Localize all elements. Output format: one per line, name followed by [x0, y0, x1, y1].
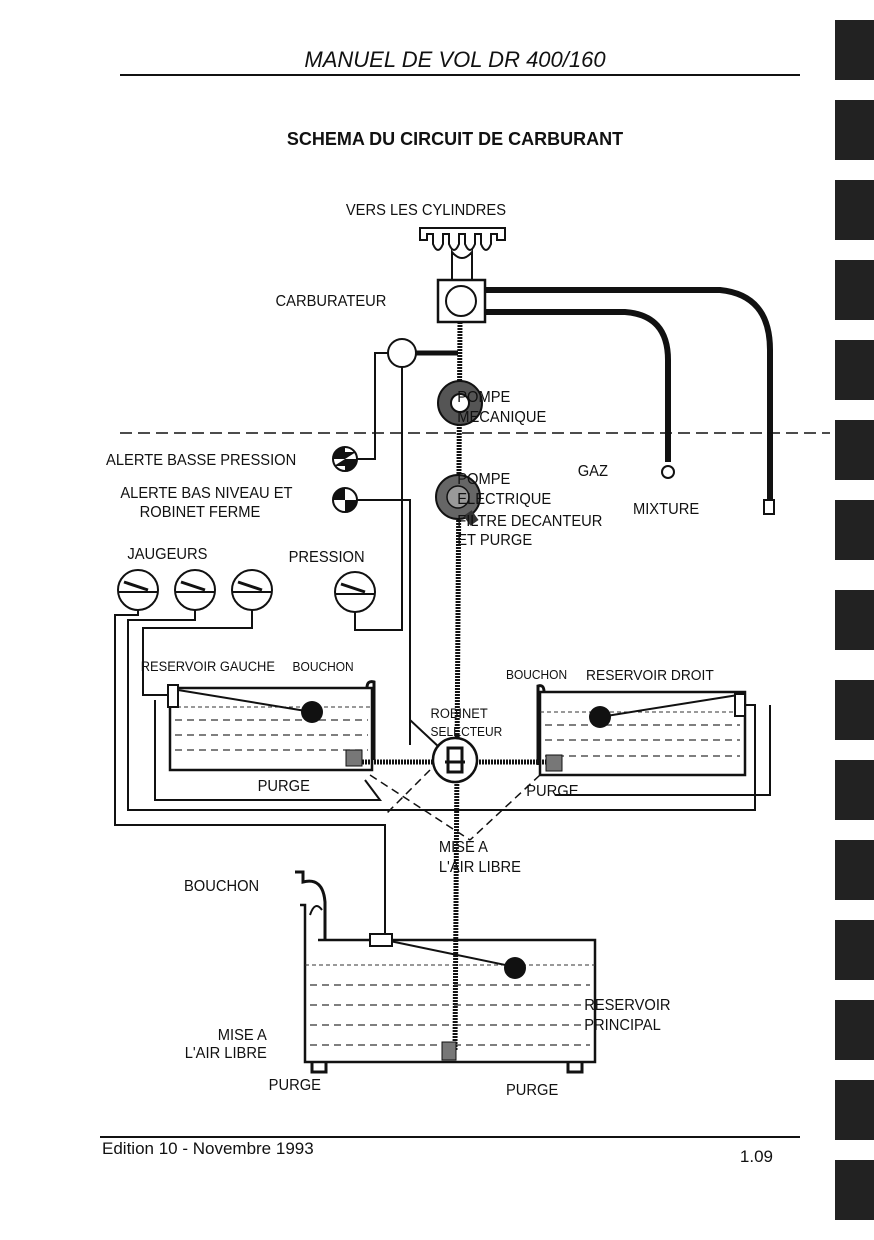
carburetor-venturi [445, 285, 477, 317]
intake-manifold [419, 227, 506, 281]
label-purge-gauche: PURGE [258, 777, 310, 795]
mechanical-pump-core [450, 393, 470, 413]
edition-text: Edition 10 - Novembre 1993 [102, 1139, 314, 1158]
pressure-sensor [387, 338, 417, 368]
mixture-cable [485, 287, 773, 505]
mixture-knob-icon [763, 499, 775, 515]
label-purge-principal-gauche: PURGE [269, 1076, 321, 1094]
electric-pump-filter [446, 485, 470, 509]
label-bouchon-droit: BOUCHON [506, 668, 567, 683]
label-reservoir-droit: RESERVOIR DROIT [586, 668, 714, 685]
label-jaugeurs: JAUGEURS [127, 545, 207, 563]
throttle-knob-icon [661, 465, 675, 479]
label-pompe-electrique-3: FILTRE DECANTEUR [457, 512, 602, 530]
label-reservoir-principal-1: RESERVOIR [584, 996, 670, 1014]
label-reservoir-principal-2: PRINCIPAL [584, 1016, 661, 1034]
label-pompe-electrique-4: ET PURGE [457, 531, 532, 549]
label-mise-air-principal-2: L'AIR LIBRE [185, 1044, 267, 1062]
label-bouchon-gauche: BOUCHON [293, 660, 354, 675]
left-tank-wire [154, 700, 382, 801]
label-pompe-electrique-2: ELECTRIQUE [457, 490, 551, 508]
label-pompe-electrique-1: POMPE [457, 470, 510, 488]
low-level-warning-light [332, 487, 358, 513]
left-gauge-wire [142, 610, 253, 696]
label-pompe-mecanique: POMPE [457, 388, 510, 406]
page-number: 1.09 [740, 1147, 773, 1166]
main-tank [295, 870, 597, 1074]
right-gauge-wire [127, 610, 756, 811]
label-mixture: MIXTURE [633, 500, 699, 518]
vent-lines [369, 769, 541, 841]
throttle-cable [485, 309, 671, 462]
low-pressure-warning-light [332, 446, 358, 472]
label-purge-principal-droit: PURGE [506, 1081, 558, 1099]
main-fuel-line [452, 321, 463, 1051]
right-tank [536, 684, 747, 777]
label-pompe-mecanique-2: MECANIQUE [457, 408, 546, 426]
label-vers-cylindres: VERS LES CYLINDRES [346, 201, 506, 219]
label-selecteur: SELECTEUR [431, 725, 503, 740]
label-carburateur: CARBURATEUR [276, 292, 387, 310]
fuel-gauge-2 [174, 569, 216, 611]
label-reservoir-gauche: RESERVOIR GAUCHE [141, 659, 275, 675]
low-pressure-wire [357, 352, 388, 460]
label-bouchon-principal: BOUCHON [184, 877, 259, 895]
right-tank-wire [555, 705, 771, 796]
selector-handle-icon [445, 746, 465, 774]
label-alerte-bas-niveau-1: ALERTE BAS NIVEAU ET [120, 484, 293, 502]
pressure-gauge [334, 571, 376, 613]
low-level-wire [357, 499, 441, 749]
label-purge-droit: PURGE [526, 782, 578, 800]
fuel-gauge-3 [231, 569, 273, 611]
diagram-title: SCHEMA DU CIRCUIT DE CARBURANT [287, 129, 623, 149]
binding-edge [835, 20, 874, 1220]
drain-valve-icon [463, 510, 479, 526]
pressure-wire [354, 367, 403, 631]
label-gaz: GAZ [578, 462, 608, 480]
label-robinet: ROBINET [431, 706, 488, 722]
label-alerte-basse-pression: ALERTE BASSE PRESSION [106, 451, 296, 469]
label-alerte-bas-niveau-2: ROBINET FERME [140, 503, 261, 521]
left-tank [167, 680, 376, 772]
label-mise-air: MISE A [439, 838, 489, 856]
fuel-gauge-1 [117, 569, 159, 611]
label-mise-air-principal-1: MISE A [218, 1026, 268, 1044]
main-gauge-wire [114, 610, 386, 945]
label-pression: PRESSION [289, 548, 365, 566]
label-air-libre: L'AIR LIBRE [439, 858, 521, 876]
manual-title: MANUEL DE VOL DR 400/160 [304, 47, 606, 72]
